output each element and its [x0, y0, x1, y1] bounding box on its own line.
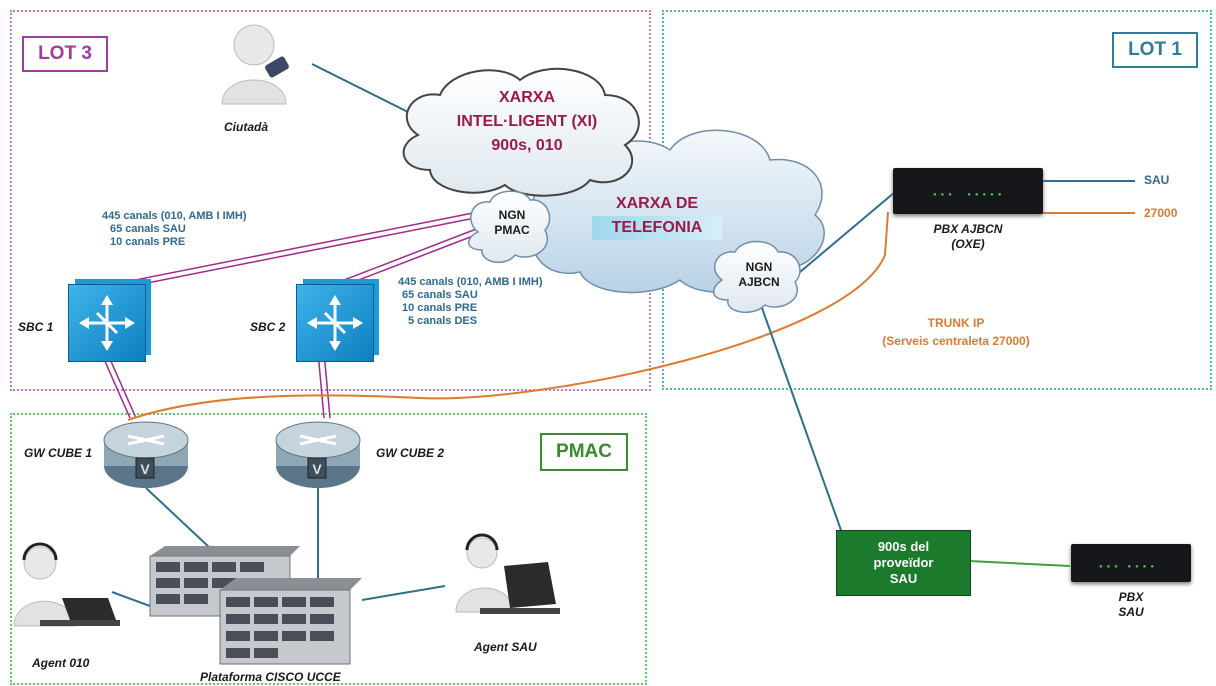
xi-line3: 900s, 010: [491, 137, 563, 154]
pbx-ajbcn-line2: (OXE): [951, 237, 985, 251]
agent-sau-icon: [455, 533, 560, 614]
sbc-1-icon: [68, 284, 146, 362]
xi-cloud: [402, 67, 640, 197]
gw2-label: GW CUBE 2: [376, 446, 445, 460]
pbx-sau-label: PBX SAU: [1106, 590, 1156, 620]
ngn-ajbcn-label: NGN AJBCN: [724, 260, 794, 290]
svg-text:V: V: [312, 461, 322, 477]
sbc2-channels: 445 canals (010, AMB I IMH) 65 canals SA…: [398, 276, 542, 328]
pbx-sau-device: ●●● ●●●●: [1071, 544, 1191, 582]
citizen-icon: [221, 24, 289, 105]
xi-cloud-label: XARXA INTEL·LIGENT (XI) 900s, 010: [432, 86, 622, 158]
ngn-pmac-line1: NGN: [498, 208, 526, 222]
sbc1-label: SBC 1: [18, 320, 54, 334]
ngn-ajbcn-cloud: [713, 240, 801, 314]
agentsau-label: Agent SAU: [474, 640, 537, 654]
pbx-ajbcn-label: PBX AJBCN (OXE): [918, 222, 1018, 252]
sbc-2-icon: [296, 284, 374, 362]
box900-line2: proveïdor: [873, 555, 934, 570]
box900-line1: 900s del: [877, 539, 930, 554]
sbc1-ch-1: 65 canals SAU: [110, 223, 186, 235]
pmac-zone: [10, 413, 647, 685]
xi-line2: INTEL·LIGENT (XI): [456, 113, 598, 130]
link-gw1-platform: [145, 487, 211, 549]
cisco-ucce-server-icon: [149, 546, 362, 665]
pbx-ajbcn-line1: PBX AJBCN: [933, 222, 1003, 236]
link-agent010-platform: [111, 591, 151, 607]
pmac-tag: PMAC: [540, 433, 628, 471]
ngn-pmac-cloud: [468, 190, 551, 264]
link-ajbcn-900: [761, 307, 843, 534]
link-sbc2-ngn: [317, 225, 487, 419]
telefonia-cloud-label: XARXA DE TELEFONIA: [592, 192, 722, 240]
sbc2-ch-0: 445 canals (010, AMB I IMH): [398, 276, 543, 288]
pbx-sau-leds: ●●● ●●●●: [1099, 564, 1159, 570]
trunk-line1: TRUNK IP: [927, 316, 985, 330]
link-ciutada-xi: [311, 63, 409, 113]
pbx-sau-line1: PBX: [1118, 590, 1144, 604]
ngn-pmac-line2: PMAC: [494, 223, 530, 237]
tel-line1: XARXA DE: [615, 195, 699, 212]
ciutada-label: Ciutadà: [224, 120, 269, 134]
lot3-tag: LOT 3: [22, 36, 108, 72]
sbc2-ch-2: 10 canals PRE: [402, 302, 478, 314]
box900-line3: SAU: [889, 571, 918, 586]
gw-cube-1-router-icon: V: [103, 421, 189, 488]
ngn-ajbcn-line2: AJBCN: [738, 275, 780, 289]
ngn-ajbcn-line1: NGN: [745, 260, 773, 274]
link-sbc1-ngn: [99, 211, 481, 419]
sbc1-ch-0: 445 canals (010, AMB I IMH): [102, 210, 247, 222]
link-agentsau-platform: [361, 585, 446, 601]
gw-cube-2-router-icon: V: [275, 421, 361, 488]
ngn-pmac-label: NGN PMAC: [480, 208, 544, 238]
sbc2-label: SBC 2: [250, 320, 286, 334]
agent010-label: Agent 010: [32, 656, 90, 670]
link-900-pbxsau: [968, 560, 1071, 567]
plataforma-label: Plataforma CISCO UCCE: [200, 670, 341, 684]
sbc2-ch-1: 65 canals SAU: [402, 289, 478, 301]
trunk-ip-label: TRUNK IP (Serveis centraleta 27000): [866, 314, 1046, 350]
gw1-label: GW CUBE 1: [24, 446, 93, 460]
agent-010-icon: [13, 542, 120, 627]
trunk-line2: (Serveis centraleta 27000): [882, 334, 1030, 348]
sbc1-ch-2: 10 canals PRE: [110, 236, 186, 248]
sbc1-channels: 445 canals (010, AMB I IMH) 65 canals SA…: [102, 210, 246, 249]
pbx-sau-line2: SAU: [1118, 605, 1144, 619]
trunk-ip-link: [127, 211, 889, 421]
tel-line2: TELEFONIA: [592, 216, 722, 240]
line-27000-label: 27000: [1144, 206, 1178, 220]
pbx-ajbcn-leds: ●●● ●●●●●: [933, 192, 1006, 198]
sbc2-ch-3: 5 canals DES: [408, 315, 478, 327]
lot1-tag: LOT 1: [1112, 32, 1198, 68]
xi-line1: XARXA: [498, 89, 555, 106]
link-ajbcn-pbx: [799, 191, 896, 273]
box-900s-proveidor-sau: 900s del proveïdor SAU: [836, 530, 971, 596]
sau-line-label: SAU: [1144, 173, 1170, 187]
pbx-ajbcn-device: ●●● ●●●●●: [893, 168, 1043, 214]
svg-text:V: V: [140, 461, 150, 477]
